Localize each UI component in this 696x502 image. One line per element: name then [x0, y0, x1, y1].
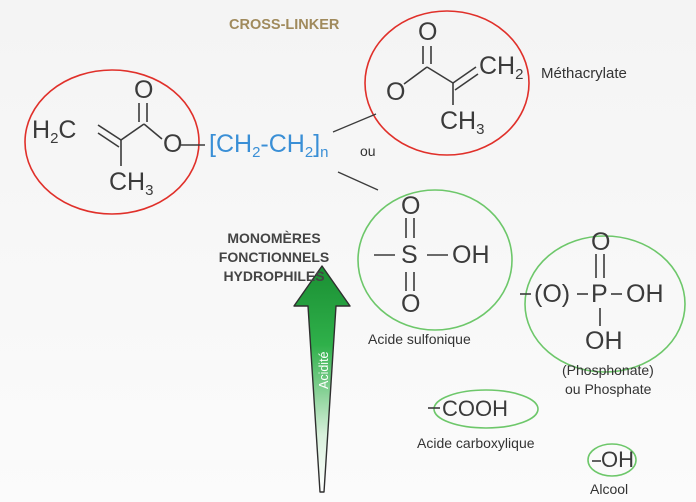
- methacrylate-name: Méthacrylate: [541, 65, 627, 82]
- monomer-heading-line3: HYDROPHILES: [223, 268, 325, 284]
- ethylene-chain: [CH2-CH2]n: [209, 130, 329, 161]
- phosphonate-name-line1: (Phosphonate): [562, 362, 654, 378]
- or-label: ou: [360, 143, 376, 159]
- monomer-heading-line1: MONOMÈRES: [227, 230, 321, 246]
- left-ch3: CH3: [109, 168, 154, 199]
- phosphonate-oh-right: OH: [626, 280, 664, 308]
- methacrylate-ring: [364, 10, 530, 156]
- crosslinker-left-ring: [24, 69, 200, 215]
- sulfonic-o-bottom: O: [401, 290, 421, 318]
- sulfonic-oh: OH: [452, 241, 490, 269]
- phosphonate-o-top: O: [591, 228, 611, 256]
- methacrylate-carbonyl-o: O: [418, 18, 438, 46]
- methacrylate-ch2: CH2: [479, 52, 524, 83]
- methacrylate-ester-o: O: [386, 78, 406, 106]
- monomer-heading-line2: FONCTIONNELS: [218, 249, 330, 265]
- left-h2c: H2C: [32, 116, 77, 147]
- alcohol-ring: [587, 443, 637, 477]
- left-ester-o: O: [163, 130, 183, 158]
- connector-lower: [337, 171, 379, 191]
- left-carbonyl-o: O: [134, 76, 154, 104]
- sulfonic-o-top: O: [401, 192, 421, 220]
- phosphonate-prefix: (O): [534, 280, 571, 308]
- methacrylate-ch3: CH3: [440, 107, 485, 138]
- connector-upper: [332, 113, 377, 133]
- sulfonic-ring: [357, 189, 513, 331]
- alcohol-name: Alcool: [590, 481, 629, 497]
- acidity-label: Acidité: [316, 351, 331, 390]
- crosslinker-title: CROSS-LINKER: [229, 17, 340, 33]
- left-bonds: [97, 103, 205, 166]
- phosphonate-bonds: [520, 254, 622, 326]
- phosphonate-oh-bottom: OH: [585, 327, 623, 355]
- carboxylic-name: Acide carboxylique: [417, 435, 535, 451]
- alcohol-formula: OH: [601, 447, 634, 472]
- sulfonic-s: S: [401, 241, 418, 269]
- carboxylic-formula: COOH: [442, 396, 508, 421]
- sulfonic-bonds: [374, 218, 448, 291]
- acidity-arrow: [293, 265, 351, 493]
- methacrylate-bonds: [403, 46, 479, 105]
- phosphonate-p: P: [591, 280, 608, 308]
- monomer-heading: MONOMÈRES FONCTIONNELS HYDROPHILES: [205, 229, 343, 286]
- carboxylic-ring: [433, 389, 539, 429]
- phosphonate-ring: [524, 235, 686, 373]
- sulfonic-name: Acide sulfonique: [368, 331, 471, 347]
- phosphonate-name-line2: ou Phosphate: [565, 381, 652, 397]
